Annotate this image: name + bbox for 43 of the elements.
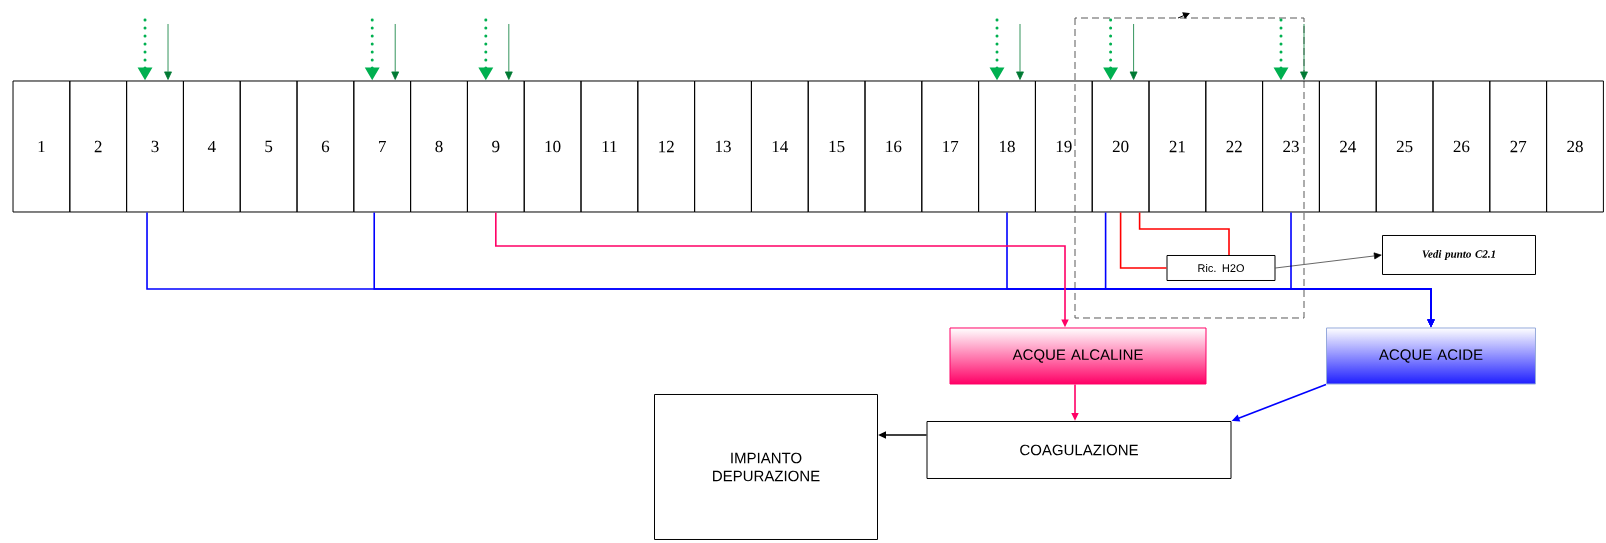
process-box: Ric. H2O bbox=[1166, 255, 1276, 281]
arrow bbox=[1016, 23, 1024, 80]
cell: 25 bbox=[1375, 80, 1434, 213]
cell: 17 bbox=[921, 80, 980, 213]
cell: 20 bbox=[1091, 80, 1150, 213]
cell: 13 bbox=[694, 80, 752, 213]
arrow bbox=[1300, 23, 1308, 80]
cell: 3 bbox=[126, 80, 184, 213]
cell: 21 bbox=[1148, 80, 1207, 213]
cell: 14 bbox=[750, 80, 809, 213]
cell: 24 bbox=[1318, 80, 1377, 213]
arrow bbox=[504, 23, 513, 80]
process-box: COAGULAZIONE bbox=[926, 421, 1232, 479]
cell: 22 bbox=[1205, 80, 1264, 213]
cell: 16 bbox=[864, 80, 923, 213]
cell: 18 bbox=[978, 80, 1036, 213]
connector-line bbox=[1138, 211, 1230, 256]
cell: 6 bbox=[296, 80, 355, 213]
cell: 8 bbox=[410, 80, 468, 213]
cell: 10 bbox=[523, 80, 582, 213]
arrow bbox=[1129, 23, 1138, 80]
tank-box: ACQUE ALCALINE bbox=[949, 327, 1207, 385]
cell: 19 bbox=[1034, 80, 1093, 213]
arrow bbox=[164, 23, 172, 80]
cell: 1 bbox=[12, 80, 71, 213]
cell: 12 bbox=[637, 80, 696, 213]
cell: 5 bbox=[239, 80, 298, 213]
arrow bbox=[391, 23, 400, 80]
cell: 9 bbox=[466, 80, 525, 213]
cell: 27 bbox=[1489, 80, 1548, 213]
cell: 7 bbox=[353, 80, 412, 213]
arrow bbox=[1275, 252, 1382, 269]
cell: 11 bbox=[580, 80, 639, 213]
cell: 15 bbox=[807, 80, 866, 213]
connector-line bbox=[1119, 211, 1168, 269]
cell: 28 bbox=[1546, 80, 1604, 213]
cell: 23 bbox=[1262, 80, 1320, 213]
plant-box: IMPIANTO DEPURAZIONE bbox=[654, 394, 878, 540]
cell: 4 bbox=[182, 80, 241, 213]
cell: 26 bbox=[1432, 80, 1491, 213]
cell: 2 bbox=[69, 80, 128, 213]
tank-box: ACQUE ACIDE bbox=[1326, 327, 1536, 385]
note-box: Vedi punto C2.1 bbox=[1382, 235, 1536, 275]
